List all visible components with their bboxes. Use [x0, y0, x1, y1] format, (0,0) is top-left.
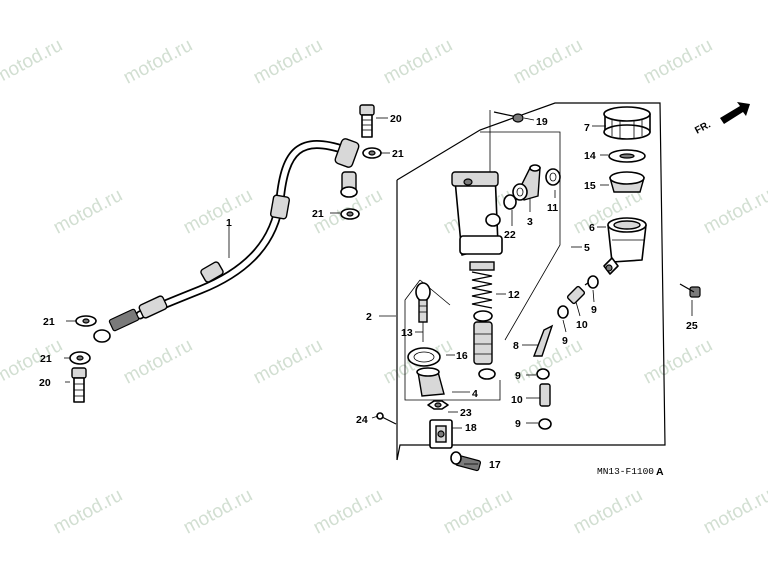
- callout-21-lower-1: 21: [43, 316, 55, 328]
- forward-direction-arrow: [720, 102, 750, 124]
- spring-piston-assembly: [469, 261, 496, 380]
- callout-10-lower: 10: [511, 394, 523, 406]
- callout-18: 18: [465, 422, 477, 434]
- joint-pin: [450, 451, 482, 472]
- callout-5: 5: [584, 242, 590, 254]
- callout-25: 25: [686, 320, 698, 332]
- callout-11: 11: [547, 202, 558, 214]
- callout-14: 14: [584, 150, 596, 162]
- circlip: [407, 347, 441, 367]
- sealing-washer-lower-1: [75, 315, 97, 327]
- callout-21-upper-1: 21: [392, 148, 404, 160]
- hose-connector: [539, 383, 551, 407]
- reservoir-hose-lower: [532, 324, 554, 357]
- callout-16: 16: [456, 350, 468, 362]
- brake-hose: [93, 138, 360, 343]
- cotter-pin: [376, 412, 397, 425]
- joint-nut: [427, 400, 449, 410]
- callout-23: 23: [460, 407, 472, 419]
- hose-clip-lower-2: [538, 418, 552, 430]
- reservoir-bolt: [679, 283, 701, 298]
- rubber-boot: [416, 367, 445, 397]
- assembly-outline-5: [396, 102, 666, 461]
- callout-12: 12: [508, 289, 520, 301]
- callout-2: 2: [366, 311, 372, 323]
- reservoir-plate: [608, 149, 646, 163]
- sealing-washer-upper-2: [340, 208, 360, 220]
- callout-1: 1: [226, 217, 232, 229]
- callout-labels: 1 2 3 4 5 6 7 8 9 9 9 9 10 10 11 12 13 1…: [39, 113, 698, 471]
- o-ring-22: [503, 194, 517, 210]
- clevis-joint: [429, 419, 453, 449]
- hose-clip-mid: [557, 305, 569, 319]
- callout-19: 19: [536, 116, 548, 128]
- forward-label: FR.: [693, 119, 713, 136]
- callout-21-lower-2: 21: [40, 353, 52, 365]
- callout-9-mid: 9: [562, 335, 568, 347]
- callout-9-upper: 9: [591, 304, 597, 316]
- callout-24: 24: [356, 414, 368, 426]
- hose-clip-lower-1: [536, 368, 550, 380]
- callout-13: 13: [401, 327, 413, 339]
- callout-9-lower-2: 9: [515, 418, 521, 430]
- callout-8: 8: [513, 340, 519, 352]
- callout-15: 15: [584, 180, 596, 192]
- leader-lines: [64, 117, 693, 465]
- push-rod: [415, 282, 431, 342]
- callout-6: 6: [589, 222, 595, 234]
- reservoir-tank: [603, 217, 647, 275]
- callout-10-upper: 10: [576, 319, 588, 331]
- sealing-washer-upper-1: [362, 147, 382, 159]
- callout-3: 3: [527, 216, 533, 228]
- callout-7: 7: [584, 122, 590, 134]
- hose-clip-upper: [587, 275, 599, 289]
- callout-4: 4: [472, 388, 478, 400]
- reservoir-diaphragm: [609, 171, 645, 193]
- screw-19: [493, 111, 524, 123]
- hose-clip: [512, 183, 528, 201]
- banjo-bolt-lower: [71, 367, 87, 403]
- callout-17: 17: [489, 459, 501, 471]
- figure-code: MN13-F1100: [597, 466, 654, 477]
- banjo-bolt-upper: [359, 104, 375, 138]
- callout-22: 22: [504, 229, 516, 241]
- figure-suffix: A: [656, 466, 664, 478]
- sealing-washer-lower-2: [69, 351, 91, 365]
- callout-20-upper: 20: [390, 113, 402, 125]
- callout-21-upper-2: 21: [312, 208, 324, 220]
- reservoir-cap: [603, 106, 651, 140]
- master-cylinder-body: [451, 171, 503, 256]
- callout-20-lower: 20: [39, 377, 51, 389]
- o-ring-11: [545, 168, 561, 186]
- callout-9-lower-1: 9: [515, 370, 521, 382]
